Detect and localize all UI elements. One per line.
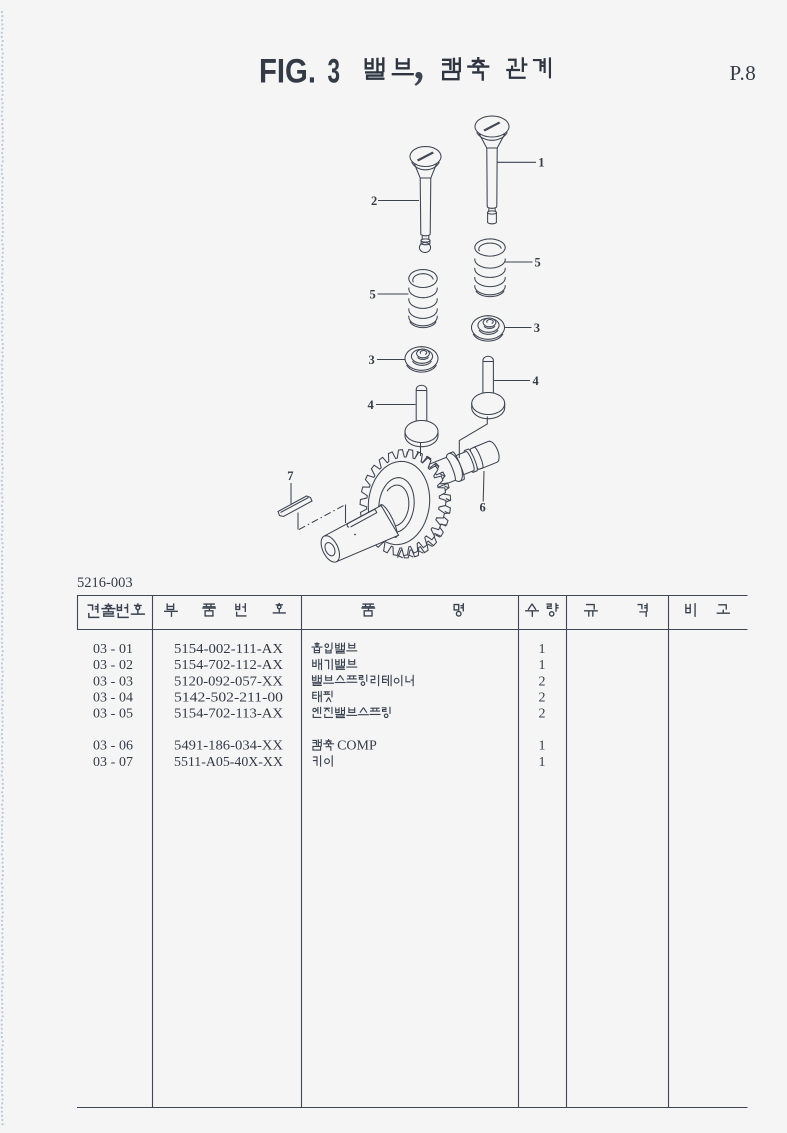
svg-text:4: 4 — [533, 374, 540, 388]
svg-text:1: 1 — [539, 658, 546, 673]
svg-text:1: 1 — [539, 739, 546, 754]
svg-text:COMP: COMP — [337, 739, 377, 754]
svg-text:3: 3 — [534, 321, 540, 335]
svg-text:2: 2 — [539, 707, 546, 722]
svg-text:3: 3 — [369, 353, 375, 367]
svg-text:03 - 07: 03 - 07 — [93, 755, 133, 770]
svg-text:5154-702-113-AX: 5154-702-113-AX — [174, 707, 283, 722]
svg-text:FIG.: FIG. — [259, 53, 316, 91]
svg-text:7: 7 — [287, 469, 293, 483]
svg-text:1: 1 — [539, 755, 546, 770]
svg-text:5: 5 — [370, 288, 376, 302]
svg-text:5154-702-112-AX: 5154-702-112-AX — [174, 658, 283, 673]
svg-text:5511-A05-40X-XX: 5511-A05-40X-XX — [174, 755, 283, 770]
svg-text:5120-092-057-XX: 5120-092-057-XX — [174, 674, 283, 689]
svg-text:03 - 06: 03 - 06 — [93, 739, 133, 754]
svg-text:03 - 04: 03 - 04 — [93, 690, 133, 705]
svg-text:2: 2 — [371, 194, 377, 208]
svg-text:5216-003: 5216-003 — [77, 575, 133, 591]
svg-text:03 - 01: 03 - 01 — [93, 642, 133, 657]
svg-text:1: 1 — [538, 156, 544, 170]
svg-text:03 - 05: 03 - 05 — [93, 707, 133, 722]
svg-text:1: 1 — [539, 642, 546, 657]
svg-text:03 - 02: 03 - 02 — [93, 658, 133, 673]
svg-text:4: 4 — [368, 398, 375, 412]
svg-text:03 - 03: 03 - 03 — [93, 674, 133, 689]
svg-text:2: 2 — [539, 674, 546, 689]
svg-text:5142-502-211-00: 5142-502-211-00 — [174, 690, 283, 705]
svg-text:5: 5 — [535, 255, 541, 269]
svg-text:2: 2 — [539, 690, 546, 705]
svg-text:5491-186-034-XX: 5491-186-034-XX — [174, 739, 283, 754]
svg-text:3: 3 — [328, 53, 341, 91]
svg-text:5154-002-111-AX: 5154-002-111-AX — [174, 642, 283, 657]
svg-text:6: 6 — [480, 501, 486, 515]
svg-text:P.8: P.8 — [730, 61, 757, 85]
